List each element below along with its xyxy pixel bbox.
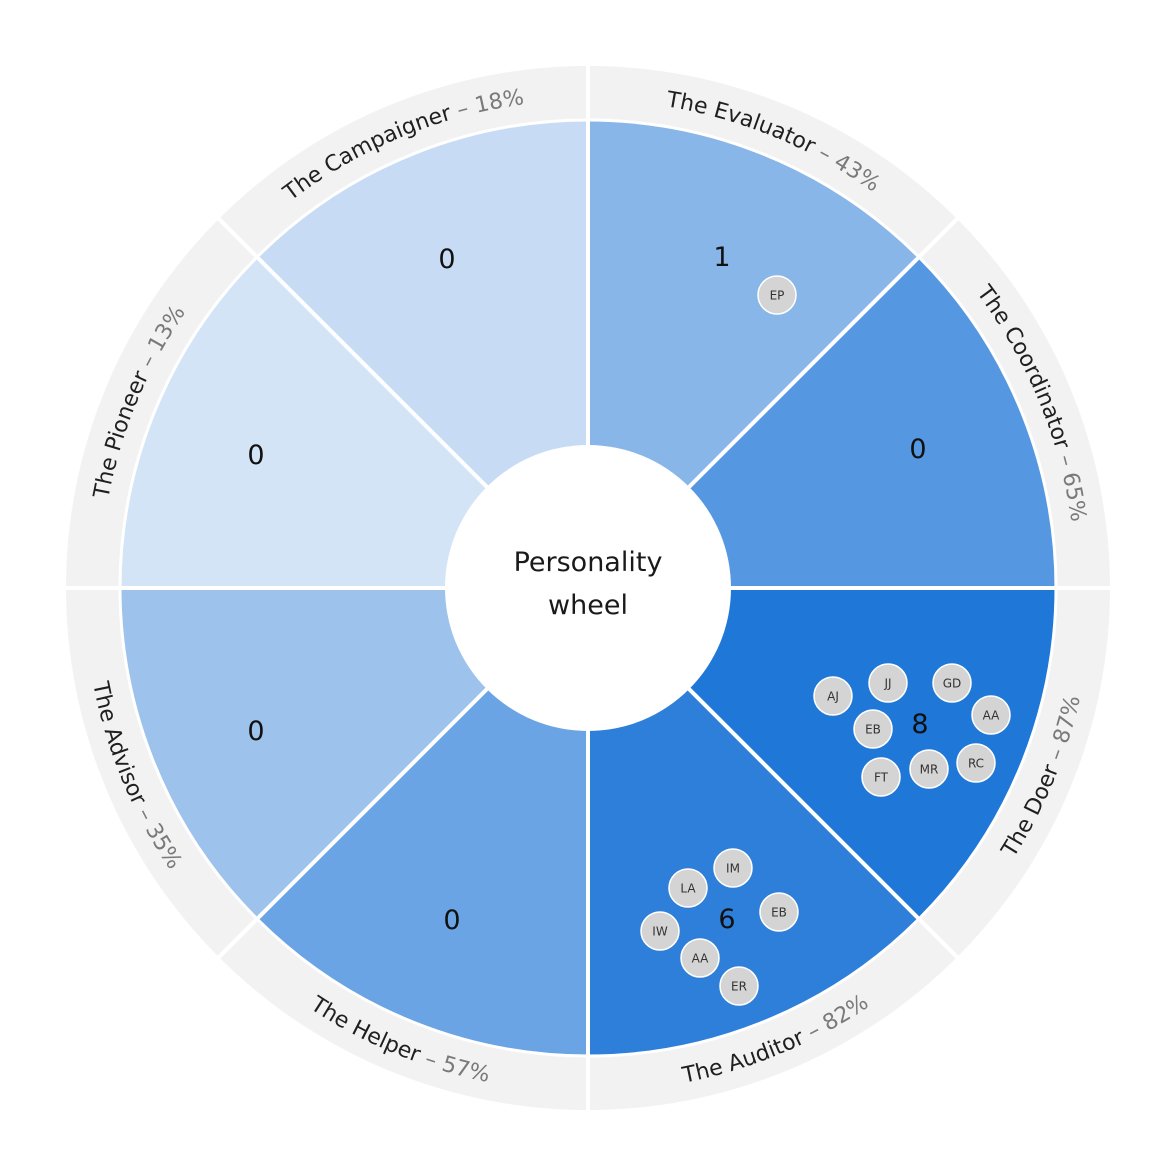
separator-line <box>216 216 492 492</box>
separator-line <box>684 216 960 492</box>
avatar[interactable]: AA <box>971 695 1011 735</box>
avatar-initials: JJ <box>883 677 891 691</box>
avatar-initials: ER <box>731 980 747 994</box>
avatar[interactable]: MR <box>909 749 949 789</box>
avatar[interactable]: EB <box>759 892 799 932</box>
avatar[interactable]: EB <box>853 709 893 749</box>
avatar-circle <box>853 709 893 749</box>
count-the-advisor: 0 <box>247 716 264 747</box>
avatar-initials: MR <box>920 763 939 777</box>
avatar-initials: EB <box>771 906 787 920</box>
member-avatars: EP AJ JJ GD EB AA FT MR RC IM LA EB IW AA ER <box>640 275 1011 1006</box>
avatar[interactable]: LA <box>668 868 708 908</box>
count-the-evaluator: 1 <box>713 242 730 273</box>
center-hub <box>445 445 731 731</box>
center-title-line-2: wheel <box>548 590 628 621</box>
avatar-initials: LA <box>680 882 696 896</box>
avatar-initials: GD <box>943 677 962 691</box>
avatar[interactable]: RC <box>956 743 996 783</box>
avatar-initials: AJ <box>827 690 839 704</box>
count-the-coordinator: 0 <box>909 434 926 465</box>
avatar-circle <box>971 695 1011 735</box>
avatar-circle <box>868 663 908 703</box>
avatar-initials: EB <box>865 723 881 737</box>
avatar-initials: EP <box>770 289 785 303</box>
ring-inner-border <box>118 118 1058 1058</box>
avatar-initials: IW <box>652 925 668 939</box>
count-the-campaigner: 0 <box>438 244 455 275</box>
avatar-circle <box>909 749 949 789</box>
avatar-circle <box>757 275 797 315</box>
avatar-circle <box>668 868 708 908</box>
avatar-initials: IM <box>726 862 740 876</box>
avatar[interactable]: ER <box>719 966 759 1006</box>
avatar-circle <box>713 848 753 888</box>
avatar[interactable]: IM <box>713 848 753 888</box>
avatar[interactable]: AJ <box>813 676 853 716</box>
avatar-circle <box>956 743 996 783</box>
avatar-initials: AA <box>983 709 1001 723</box>
avatar-circle <box>759 892 799 932</box>
segment-separators <box>64 64 1112 1112</box>
count-the-pioneer: 0 <box>247 440 264 471</box>
avatar-initials: RC <box>968 757 984 771</box>
avatar[interactable]: IW <box>640 911 680 951</box>
separator-line <box>684 684 960 960</box>
avatar[interactable]: FT <box>861 757 901 797</box>
avatar-circle <box>861 757 901 797</box>
avatar-circle <box>813 676 853 716</box>
count-the-helper: 0 <box>443 905 460 936</box>
avatar[interactable]: GD <box>932 663 972 703</box>
separator-line <box>216 684 492 960</box>
avatar[interactable]: AA <box>680 938 720 978</box>
avatar-circle <box>932 663 972 703</box>
avatar-initials: FT <box>874 771 889 785</box>
avatar[interactable]: JJ <box>868 663 908 703</box>
avatar-circle <box>640 911 680 951</box>
count-the-auditor: 6 <box>718 904 735 935</box>
avatar-circle <box>719 966 759 1006</box>
avatar[interactable]: EP <box>757 275 797 315</box>
avatar-circle <box>680 938 720 978</box>
avatar-initials: AA <box>692 952 710 966</box>
count-the-doer: 8 <box>911 709 928 740</box>
center-title-line-1: Personality <box>514 547 663 578</box>
